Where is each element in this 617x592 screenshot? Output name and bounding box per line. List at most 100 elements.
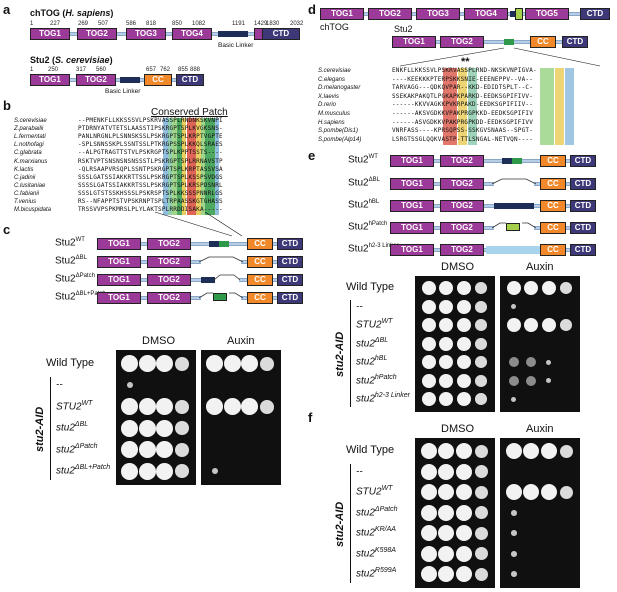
- chtog-residue-number: 1082: [192, 21, 206, 27]
- panel-letter-e: e: [308, 148, 316, 163]
- tog2-domain: TOG2: [147, 256, 191, 268]
- ctd-domain: CTD: [277, 256, 303, 268]
- construct-name-superscript: WT: [75, 237, 85, 243]
- yeast-colony-spot: [156, 398, 174, 416]
- yeast-colony-spot: [456, 336, 471, 351]
- yeast-colony-spot: [438, 443, 455, 460]
- yeast-colony-spot: [138, 355, 156, 373]
- yeast-colony-spot: [121, 419, 139, 437]
- yeast-colony-spot: [241, 398, 259, 416]
- yeast-colony-spot: [559, 485, 573, 499]
- yeast-colony-spot: [455, 443, 472, 460]
- alignment-species-name: Z.parabailii: [14, 126, 44, 133]
- panel_f-strain-label: stu2ΔPatch: [356, 506, 398, 518]
- tog2-domain: TOG2: [77, 28, 117, 40]
- strain-allele: WT: [381, 485, 393, 493]
- yeast-colony-spot: [540, 484, 557, 501]
- yeast-colony-spot: [241, 355, 259, 373]
- panel-letter-f: f: [308, 410, 313, 425]
- yeast-colony-spot: [526, 357, 537, 368]
- alignment-sequence-row: TARVAGG---QDKQVPAR--KKD-EDIDTSPLT--C-: [392, 84, 534, 92]
- strain-name: stu2: [56, 465, 75, 477]
- yeast-colony-spot: [420, 443, 437, 460]
- alignment-conservation-column: [167, 118, 173, 216]
- deletion-loop: [492, 222, 536, 229]
- patch-zoom-lines: [154, 211, 243, 237]
- panel_e-construct-name: Stu2h2-3 Linker: [348, 243, 399, 254]
- construct-name-text: Stu2: [55, 237, 76, 249]
- tog1-domain: TOG1: [320, 8, 364, 20]
- alignment-species-name: D.rerio: [318, 102, 337, 109]
- yeast-colony-spot: [475, 393, 488, 406]
- deletion-loop: [492, 178, 536, 185]
- tog1-domain: TOG1: [390, 244, 434, 256]
- ctd-domain: CTD: [262, 28, 300, 40]
- stu2-residue-number: 762: [160, 67, 171, 73]
- panel_c-auxin-plate: [201, 350, 281, 485]
- yeast-colony-spot: [420, 504, 437, 521]
- stu2-title: Stu2 (S. cerevisiae): [30, 55, 113, 65]
- ctd-domain: CTD: [277, 274, 303, 286]
- yeast-colony-spot: [523, 484, 540, 501]
- deletion-loop: [214, 274, 240, 281]
- construct-name-text: Stu2: [348, 243, 369, 255]
- yeast-colony-spot: [175, 421, 190, 436]
- yeast-colony-spot: [420, 463, 437, 480]
- tog1-domain: TOG1: [97, 256, 141, 268]
- alignment-species-name: M.bicuspidata: [14, 207, 52, 214]
- construct-name-text: Stu2: [55, 291, 76, 303]
- yeast-colony-spot: [138, 462, 156, 480]
- yeast-colony-spot: [421, 318, 436, 333]
- chtog-residue-number: 269: [78, 21, 89, 27]
- strain-name: stu2: [356, 568, 375, 580]
- panel-letter-b: b: [3, 98, 11, 113]
- alignment-species-name: K.lactis: [14, 166, 34, 173]
- yeast-colony-spot: [540, 443, 557, 460]
- strain-name: stu2: [56, 444, 75, 456]
- tog2-domain: TOG2: [440, 155, 484, 167]
- chtog-residue-number: 1: [30, 21, 34, 27]
- alignment-species-name: T.venius: [14, 199, 37, 205]
- panel_e-strain-label: stu2hBL: [356, 355, 387, 367]
- stu2-title-close: ): [109, 55, 113, 65]
- yeast-colony-spot: [505, 443, 522, 460]
- panel_c-wild-type-label: Wild Type: [46, 356, 95, 369]
- panel_f-strain-label: STU2WT: [356, 485, 392, 497]
- alignment-conservation-column: [210, 118, 215, 216]
- ctd-domain: CTD: [277, 238, 303, 250]
- panel_e-construct-name: Stu2hPatch: [348, 221, 387, 232]
- alignment-sequence-row: SSSSLGATSSIAKKRTSSLPSKRGPTSPLKRSPDSNRL: [78, 181, 223, 189]
- yeast-colony-spot: [526, 375, 537, 386]
- stu2-residue-number: 560: [96, 67, 107, 73]
- stu2-basic-linker-label: Basic Linker: [105, 88, 141, 95]
- cc-domain: CC: [144, 74, 172, 86]
- ctd-domain: CTD: [562, 36, 588, 48]
- tog1-domain: TOG1: [30, 28, 70, 40]
- strain-name: --: [356, 301, 363, 313]
- yeast-colony-spot: [455, 504, 472, 521]
- panel_e-construct-name: Stu2WT: [348, 154, 378, 165]
- basic-linker-segment: [502, 158, 512, 164]
- alignment-conservation-column: [458, 68, 467, 146]
- panel_e-strain-label: STU2WT: [356, 318, 392, 330]
- tog3-domain: TOG3: [126, 28, 166, 40]
- panel_e-strain-label: --: [356, 300, 363, 312]
- panel_f-strain-bracket: [350, 463, 351, 583]
- tog1-domain: TOG1: [390, 178, 434, 190]
- ctd-domain: CTD: [570, 178, 596, 190]
- cc-domain: CC: [540, 222, 566, 234]
- ctd-domain: CTD: [570, 222, 596, 234]
- panel_e-strain-label: stu2hPatch: [356, 374, 397, 386]
- construct-name-superscript: hBL: [368, 199, 380, 205]
- tog1-domain: TOG1: [390, 222, 434, 234]
- stu2-label: Stu2: [394, 24, 413, 34]
- alignment-conservation-column: [555, 68, 564, 146]
- patch-segment: [512, 158, 522, 164]
- strain-name: stu2: [56, 422, 75, 434]
- yeast-colony-spot: [420, 545, 437, 562]
- yeast-colony-spot: [121, 398, 139, 416]
- panel_f-dmso-header: DMSO: [441, 423, 474, 435]
- panel_e-dmso-plate: [415, 276, 495, 412]
- stu2-residue-number: 1: [30, 67, 34, 73]
- yeast-colony-spot: [138, 441, 156, 459]
